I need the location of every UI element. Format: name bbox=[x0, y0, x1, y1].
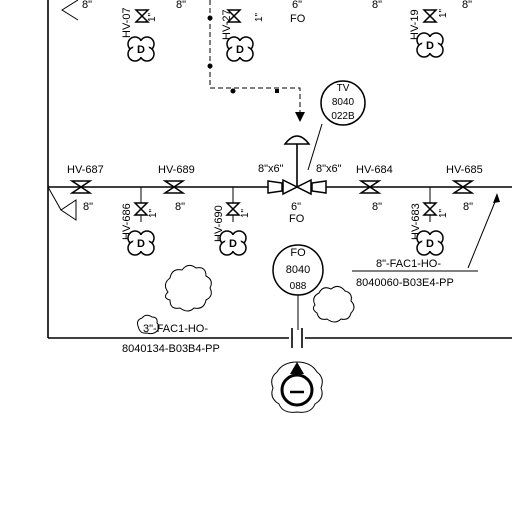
size-label-hv-686: 1" bbox=[148, 208, 159, 218]
reducer-label-left: 8"x6" bbox=[258, 163, 284, 175]
instrument-fo-suffix: 088 bbox=[290, 281, 307, 292]
size-label-top-left: 8" bbox=[82, 0, 92, 11]
revision-cloud-small bbox=[137, 314, 160, 335]
size-label-hv-689: 8" bbox=[175, 201, 185, 213]
valve-hv-686[interactable] bbox=[133, 202, 149, 216]
drain-bubble-top-3: D bbox=[416, 32, 444, 58]
drain-bubble-top-1: D bbox=[127, 36, 155, 62]
instrument-fo-loop: 8040 bbox=[286, 264, 310, 276]
signal-arrow-icon bbox=[295, 112, 305, 122]
top-items: 8" HV-07 1" 8" HV-27 1" 6" FO 8" HV-19 1… bbox=[61, 0, 472, 40]
reducer-left-icon bbox=[267, 180, 283, 194]
flange-break-icon bbox=[291, 328, 303, 348]
valve-label-hv-683: HV-683 bbox=[410, 203, 422, 240]
valve-label-hv-685: HV-685 bbox=[446, 164, 483, 176]
instrument-tv-tag: TV bbox=[337, 83, 350, 94]
valve-hv-27-icon[interactable] bbox=[226, 9, 242, 23]
drain-bubble-hv-683: D bbox=[416, 230, 444, 256]
valve-hv-689[interactable] bbox=[162, 180, 186, 194]
size-label-hv-690: 1" bbox=[240, 208, 251, 218]
size-label-hv-684: 8" bbox=[372, 201, 382, 213]
size-label-hv-687: 8" bbox=[83, 201, 93, 213]
blind-end-icon bbox=[60, 199, 77, 221]
control-valve-fo: FO bbox=[289, 213, 305, 225]
drain-label: D bbox=[426, 238, 434, 250]
valve-hv-684[interactable] bbox=[358, 180, 382, 194]
drain-label: D bbox=[236, 44, 244, 56]
size-label-hv-07: 1" bbox=[147, 12, 158, 22]
reducer-right-icon bbox=[311, 180, 327, 194]
valve-label-hv-07: HV-07 bbox=[121, 7, 133, 38]
instrument-fo-8040-088[interactable]: FO 8040 088 bbox=[272, 244, 324, 330]
revision-cloud-left bbox=[164, 264, 212, 312]
size-label-top-2: 8" bbox=[176, 0, 186, 11]
size-label-top-center: 6" bbox=[292, 0, 302, 11]
instrument-tv-suffix: 022B bbox=[331, 111, 355, 122]
reducer-label-right: 8"x6" bbox=[316, 163, 342, 175]
line-label-left-2: 8040134-B03B4-PP bbox=[122, 343, 220, 355]
instrument-tv-loop: 8040 bbox=[332, 97, 355, 108]
fo-label-top: FO bbox=[290, 13, 306, 25]
actuator-icon bbox=[283, 135, 311, 145]
size-label-top-4: 8" bbox=[462, 0, 472, 11]
size-label-hv-685: 8" bbox=[463, 201, 473, 213]
size-label-hv-683: 1" bbox=[438, 208, 449, 218]
drain-bubble-top-2: D bbox=[226, 36, 254, 62]
drain-label: D bbox=[137, 238, 145, 250]
drain-bubble-hv-686: D bbox=[127, 230, 155, 256]
valve-label-hv-684: HV-684 bbox=[356, 164, 393, 176]
instrument-tv-8040-022b[interactable]: TV 8040 022B bbox=[307, 80, 366, 171]
line-label-right-2: 8040060-B03E4-PP bbox=[356, 277, 454, 289]
valve-label-hv-689: HV-689 bbox=[158, 164, 195, 176]
valve-label-hv-27: HV-27 bbox=[221, 9, 233, 40]
valve-hv-19-icon[interactable] bbox=[422, 9, 438, 23]
valve-hv-690[interactable] bbox=[225, 202, 241, 216]
size-label-hv-19: 1" bbox=[438, 8, 449, 18]
valve-hv-687[interactable] bbox=[69, 180, 93, 194]
control-valve[interactable] bbox=[267, 135, 327, 196]
piping bbox=[47, 0, 512, 339]
drain-label: D bbox=[137, 44, 145, 56]
valve-label-hv-686: HV-686 bbox=[121, 203, 133, 240]
drain-bubble-hv-690: D bbox=[219, 230, 247, 256]
drain-label: D bbox=[229, 238, 237, 250]
valve-hv-683[interactable] bbox=[422, 202, 438, 216]
flow-element-icon[interactable] bbox=[271, 361, 323, 413]
control-valve-size: 6" bbox=[291, 201, 301, 213]
instrument-fo-tag: FO bbox=[290, 247, 306, 259]
valve-label-hv-19: HV-19 bbox=[409, 9, 421, 40]
valve-hv-685[interactable] bbox=[451, 180, 475, 194]
revision-cloud-right bbox=[312, 285, 355, 323]
valve-label-hv-687: HV-687 bbox=[67, 164, 104, 176]
valve-hv-07-icon[interactable] bbox=[134, 9, 150, 23]
size-label-top-3: 8" bbox=[372, 0, 382, 11]
line-label-right-1: 8"-FAC1-HO- bbox=[376, 258, 441, 270]
size-label-hv-27: 1" bbox=[254, 12, 265, 22]
line-label-left-1: 3"-FAC1-HO- bbox=[143, 323, 208, 335]
drain-label: D bbox=[426, 40, 434, 52]
